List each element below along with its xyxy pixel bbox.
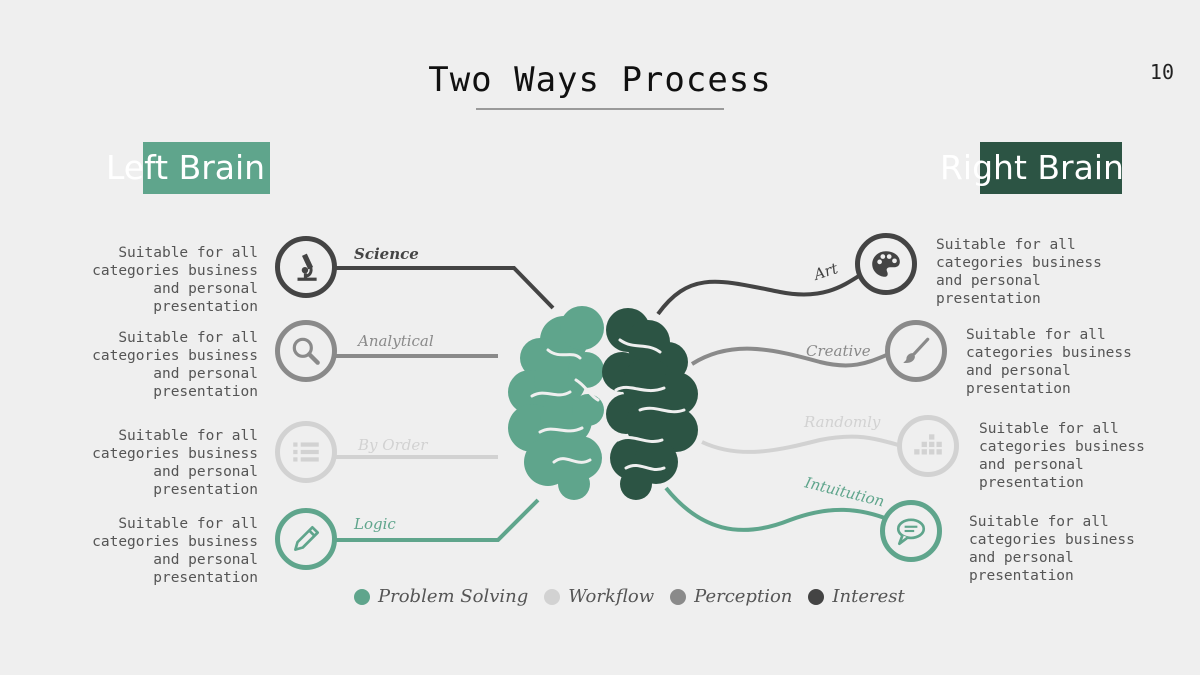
description-randomly: Suitable for all categories business and… (979, 421, 1145, 491)
palette-icon (872, 251, 900, 277)
description-by-order: Suitable for all categories business and… (92, 428, 258, 498)
left-hemisphere-folds (530, 348, 600, 464)
description-creative: Suitable for all categories business and… (966, 327, 1132, 397)
legend-item-interest: Interest (808, 586, 905, 607)
science-circle (275, 236, 337, 298)
randomly-circle (897, 415, 959, 477)
legend-label: Problem Solving (378, 586, 529, 607)
right-hemisphere (602, 308, 698, 500)
right-hemisphere-folds (614, 338, 686, 471)
label-analytical: Analytical (356, 332, 434, 350)
label-science: Science (354, 245, 419, 263)
connector-intuitution (664, 486, 891, 532)
legend-label: Interest (832, 586, 905, 607)
description-logic: Suitable for all categories business and… (92, 516, 258, 586)
brush-icon (903, 337, 930, 363)
microscope-icon (297, 253, 317, 281)
legend: Problem Solving Workflow Perception Inte… (354, 586, 921, 607)
legend-dot (670, 588, 687, 605)
intuitution-circle (880, 500, 942, 562)
right-brain-label: Right Brain (940, 148, 1124, 187)
connector-science (316, 266, 555, 310)
left-brain-box (143, 142, 270, 194)
description-analytical: Suitable for all categories business and… (92, 330, 258, 400)
connector-art (656, 266, 873, 316)
pencil-icon (294, 525, 320, 551)
grid-icon (914, 434, 942, 455)
legend-item-perception: Perception (670, 586, 792, 607)
label-logic: Logic (353, 515, 396, 533)
page-title: Two Ways Process (428, 60, 772, 100)
connector-creative (690, 346, 901, 368)
legend-label: Workflow (568, 586, 655, 607)
label-art: Art (810, 259, 841, 284)
description-art: Suitable for all categories business and… (936, 237, 1102, 307)
label-randomly: Randomly (803, 413, 881, 431)
left-hemisphere (508, 306, 604, 500)
by-order-circle (275, 421, 337, 483)
speech-bubble-icon (896, 518, 926, 546)
description-intuitution: Suitable for all categories business and… (969, 514, 1135, 584)
label-intuitution: Intuitution (802, 473, 886, 510)
legend-item-problem-solving: Problem Solving (354, 586, 528, 607)
legend-item-workflow: Workflow (544, 586, 654, 607)
logic-circle (275, 508, 337, 570)
legend-dot (544, 588, 561, 605)
connector-randomly (701, 434, 903, 454)
legend-dot (808, 588, 825, 605)
connector-logic (316, 498, 540, 542)
art-circle (855, 233, 917, 295)
creative-circle (885, 320, 947, 382)
description-science: Suitable for all categories business and… (92, 245, 258, 315)
label-by-order: By Order (357, 436, 428, 454)
analytical-circle (275, 320, 337, 382)
label-creative: Creative (806, 342, 871, 360)
list-icon (293, 442, 319, 462)
legend-label: Perception (694, 586, 793, 607)
title-underline (476, 108, 724, 110)
legend-dot (354, 588, 370, 605)
magnifier-icon (292, 337, 320, 365)
left-brain-label: Left Brain (106, 148, 266, 187)
page-number: 10 (1149, 60, 1174, 84)
right-brain-box (980, 142, 1122, 194)
